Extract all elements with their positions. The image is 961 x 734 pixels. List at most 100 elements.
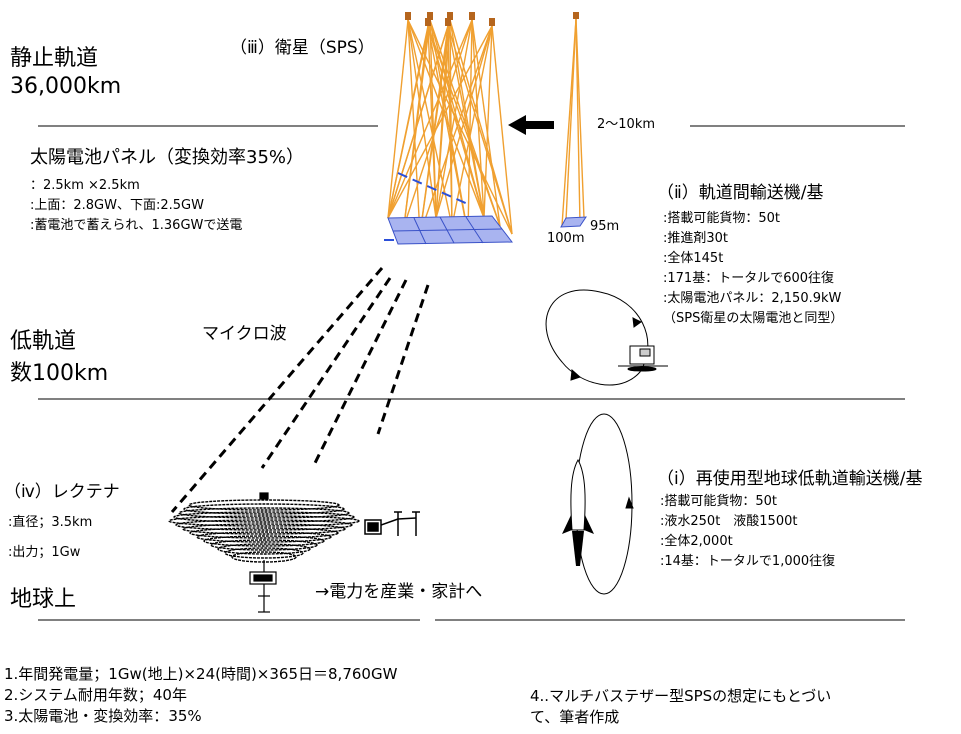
tether-line xyxy=(427,25,469,235)
otv-spec-line: :搭載可能貨物：50t xyxy=(663,211,781,226)
tether-line xyxy=(447,25,485,219)
launcher-spec-line: :14基：トータルで1,000往復 xyxy=(660,554,836,569)
rectenna-ring xyxy=(203,535,325,547)
source-note-line: 4..マルチバステザー型SPSの想定にもとづい xyxy=(530,687,832,705)
rectenna-ring xyxy=(196,531,332,543)
panel-dashed-line xyxy=(397,172,471,206)
tether-length: 2～10km xyxy=(594,115,659,135)
otv-spec-line: :全体145t xyxy=(663,251,724,266)
leo-title: 低軌道 xyxy=(10,329,77,354)
tether-line xyxy=(387,25,493,219)
dim-depth: 95m xyxy=(590,219,620,234)
source-note-line: て、筆者作成 xyxy=(530,708,620,726)
satellite-block xyxy=(427,12,433,20)
rectenna-ring xyxy=(183,503,345,515)
tether-line xyxy=(387,25,449,219)
tether-line xyxy=(451,25,493,227)
tether-line xyxy=(419,25,493,235)
rectenna-title: （ⅳ）レクテナ xyxy=(4,482,120,502)
tether-line xyxy=(387,19,409,219)
rectenna-ring xyxy=(173,511,355,523)
panel-title: 太陽電池パネル（変換効率35%） xyxy=(30,147,305,168)
tether-line xyxy=(403,25,429,227)
satellite-label: （ⅲ）衛星（SPS） xyxy=(230,38,375,58)
tether-line xyxy=(471,19,501,227)
microwave-beams xyxy=(170,267,430,513)
rectenna-dish xyxy=(168,499,360,563)
tether-line xyxy=(435,25,493,219)
tether-line xyxy=(427,25,437,219)
launcher-spec-line: :全体2,000t xyxy=(660,534,733,549)
note-line: 1.年間発電量；1Gw(地上)×24(時間)×365日＝8,760GW xyxy=(4,665,398,683)
source-note: 4..マルチバステザー型SPSの想定にもとづい て、筆者作成 xyxy=(530,686,831,728)
sps-satellite-blocks xyxy=(405,12,495,26)
tether-line xyxy=(387,25,429,219)
tether-line xyxy=(471,19,485,219)
satellite-block xyxy=(445,18,451,26)
rectenna-ring xyxy=(178,507,350,519)
tether-line xyxy=(467,19,473,235)
otv-icon xyxy=(618,345,668,372)
rectenna-ring xyxy=(175,519,353,531)
otv-spec-line: （SPS衛星の太陽電池と同型） xyxy=(663,311,844,326)
rectenna-ring xyxy=(224,547,304,559)
rectenna-mast xyxy=(249,492,277,613)
tether-line xyxy=(407,19,421,235)
tether-line xyxy=(407,19,453,227)
otv-spec-line: :推進剤30t xyxy=(663,231,729,246)
rectenna-ring xyxy=(189,527,339,539)
panel-spec-line: :上面：2.8GW、下面:2.5GW xyxy=(30,198,204,213)
tether-line xyxy=(427,25,501,227)
satellite-block xyxy=(469,12,475,20)
rectenna-ring xyxy=(188,499,340,511)
power-destination: →電力を産業・家計へ xyxy=(315,582,483,602)
tether-line xyxy=(387,19,473,219)
rocket-icon xyxy=(562,458,594,566)
satellite-block xyxy=(489,18,495,26)
rectenna-ring xyxy=(182,523,346,535)
single-tether xyxy=(560,12,587,228)
solar-panel-grid xyxy=(387,215,514,245)
rectenna-output: :出力；1Gw xyxy=(8,545,81,560)
tether-line xyxy=(435,25,449,219)
launcher-spec-line: :液水250t 液酸1500t xyxy=(660,514,798,529)
otv-spec-line: :太陽電池パネル：2,150.9kW xyxy=(663,291,842,306)
otv-title: （ⅱ）軌道間輸送機/基 xyxy=(657,183,824,203)
geo-altitude: 36,000km xyxy=(10,74,122,99)
tether-line xyxy=(447,25,513,235)
power-plant-icon xyxy=(364,511,420,536)
panel-specs: ：2.5km ×2.5km :上面：2.8GW、下面:2.5GW :蓄電池で蓄え… xyxy=(30,176,242,236)
otv-orbit-loop xyxy=(545,289,649,386)
launcher-title: （ⅰ）再使用型地球低軌道輸送機/基 xyxy=(657,469,923,489)
satellite-block xyxy=(447,12,453,20)
satellite-block xyxy=(405,12,411,20)
earth-title: 地球上 xyxy=(10,587,77,612)
launcher-spec-line: :搭載可能貨物：50t xyxy=(660,494,778,509)
rectenna-ring xyxy=(168,515,360,527)
notes: 1.年間発電量；1Gw(地上)×24(時間)×365日＝8,760GW 2.シス… xyxy=(4,664,397,727)
tether-line xyxy=(447,25,453,227)
dim-width: 100m xyxy=(547,231,585,246)
microwave-label: マイクロ波 xyxy=(202,324,287,344)
tether-line xyxy=(435,19,473,219)
otv-specs: :搭載可能貨物：50t :推進剤30t :全体145t :171基：トータルで6… xyxy=(663,209,843,329)
tether-line xyxy=(419,25,449,235)
approach-arrow xyxy=(508,115,554,135)
panel-spec-line: :蓄電池で蓄えられ、1.36GWで送電 xyxy=(30,218,243,233)
leo-altitude: 数100km xyxy=(10,361,109,386)
launcher-specs: :搭載可能貨物：50t :液水250t 液酸1500t :全体2,000t :1… xyxy=(660,492,835,572)
note-line: 3.太陽電池・変換効率：35% xyxy=(4,707,202,725)
panel-spec-line: ：2.5km ×2.5km xyxy=(30,178,140,193)
note-line: 2.システム耐用年数；40年 xyxy=(4,686,187,704)
tether-line xyxy=(407,19,437,219)
rectenna-ring xyxy=(217,543,311,555)
satellite-block xyxy=(425,18,431,26)
geo-title: 静止軌道 xyxy=(10,46,99,71)
tether-line xyxy=(403,19,473,227)
sps-tethers xyxy=(387,19,513,235)
rectenna-diameter: :直径；3.5km xyxy=(8,515,93,530)
tether-line xyxy=(491,25,513,235)
otv-spec-line: :171基：トータルで600往復 xyxy=(663,271,835,286)
rectenna-ring xyxy=(210,539,318,551)
